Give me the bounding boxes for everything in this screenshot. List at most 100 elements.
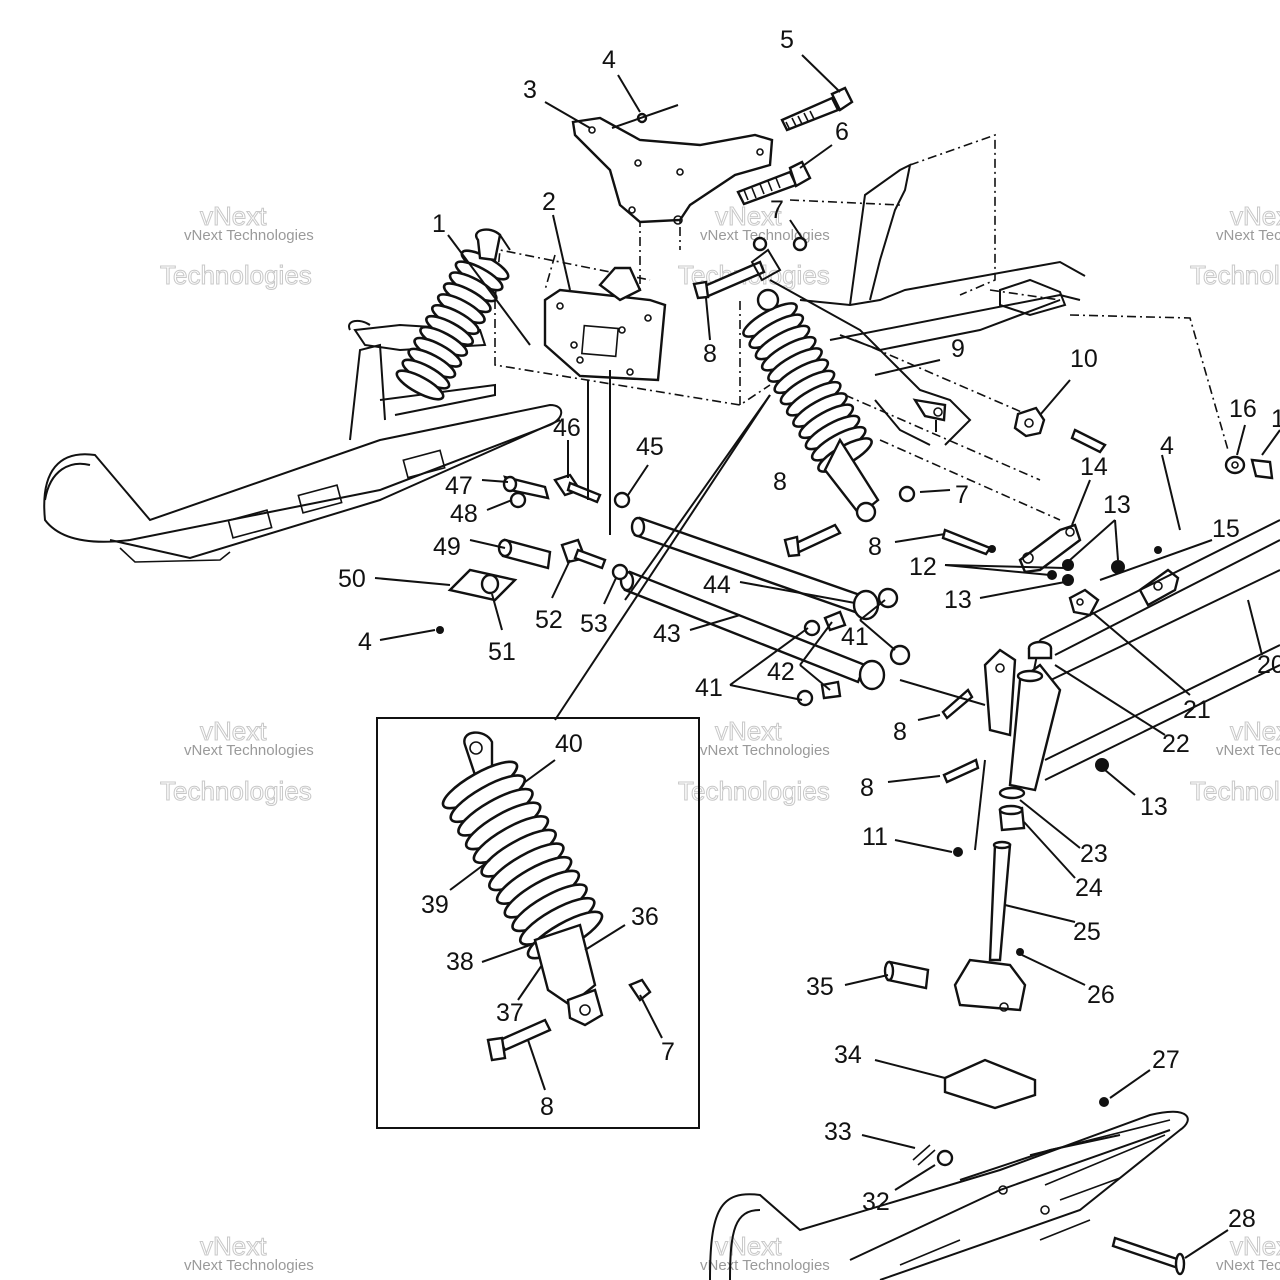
label-1-cut: 1 [1271,405,1280,433]
watermark-vnext: vNext [715,201,782,231]
watermark-technologies: Technologies [1190,776,1280,806]
label-51: 51 [488,638,516,666]
label-13-lower: 13 [1140,793,1168,821]
label-8-post-upper: 8 [893,718,907,746]
label-25: 25 [1073,918,1101,946]
watermark-text: vNext Technologies [184,742,314,759]
bushing-48 [509,491,527,509]
link-49 [497,538,552,570]
watermark-text: vNext Technologies [1216,227,1280,244]
inset-shock [441,731,652,1062]
label-7: 7 [770,196,784,224]
label-35: 35 [806,973,834,1001]
watermark-text: vNext Technologies [184,1257,314,1274]
pin-26 [1016,948,1024,956]
saddle-34 [943,1058,1037,1110]
bolt-28 [1111,1236,1186,1276]
washer-16 [1224,455,1274,480]
watermark-technologies: Technologies [1190,260,1280,290]
label-41-upper: 41 [841,623,869,651]
watermark-vnext: vNext [715,716,782,746]
tube-9 [912,398,947,432]
pin-4-right [1154,546,1162,554]
left-shock-spring [395,228,510,401]
label-13-mid: 13 [944,586,972,614]
frame-tubes [769,163,1086,446]
label-10: 10 [1070,345,1098,373]
bushing-10 [1013,406,1046,438]
label-39: 39 [421,891,449,919]
pin-35 [883,960,930,990]
label-46: 46 [553,414,581,442]
label-38: 38 [446,948,474,976]
label-28: 28 [1228,1205,1256,1233]
label-33: 33 [824,1118,852,1146]
label-49: 49 [433,533,461,561]
label-5: 5 [780,26,794,54]
nut-53 [611,563,629,581]
bolt-8-top [692,260,766,300]
right-ski-assembly [709,1110,1189,1280]
cap-22 [1027,640,1053,660]
link-47 [502,475,550,500]
label-20: 20 [1257,651,1280,679]
label-50: 50 [338,565,366,593]
mount-plate-3 [571,116,774,225]
label-14: 14 [1080,453,1108,481]
bolt-46 [553,473,602,504]
label-3: 3 [523,76,537,104]
label-44: 44 [703,571,731,599]
right-shock [742,248,880,523]
bolt-6 [736,160,812,206]
watermark-technologies: Technologies [160,776,312,806]
label-8-post-lower: 8 [860,774,874,802]
bolt-4-right [1070,428,1107,454]
spindle-housing [983,648,1062,792]
label-6: 6 [835,118,849,146]
bolt-52 [560,538,607,570]
watermark-vnext: vNext [200,1231,267,1261]
label-1: 1 [432,210,446,238]
label-8-shock: 8 [773,468,787,496]
label-2: 2 [542,188,556,216]
label-32: 32 [862,1188,890,1216]
label-12: 12 [909,553,937,581]
label-52: 52 [535,606,563,634]
label-13-upper: 13 [1103,491,1131,519]
watermark-vnext: vNext [715,1231,782,1261]
label-7-right: 7 [955,481,969,509]
label-4-right: 4 [1160,432,1174,460]
watermark-technologies: Technologies [160,260,312,290]
watermark-text: vNext Technologies [1216,742,1280,759]
label-37: 37 [496,999,524,1027]
watermark-text: vNext Technologies [700,742,830,759]
nut-27 [1099,1097,1109,1107]
bracket-21 [1068,588,1100,617]
watermark-vnext: vNext [1230,201,1280,231]
leader-lines [374,54,1280,1259]
mount-bracket-2 [543,266,667,382]
bolt-5 [780,86,854,132]
rod-44 [630,516,880,621]
washer-23 [998,786,1026,800]
label-43: 43 [653,620,681,648]
spindle-25 [953,840,1027,1012]
label-15: 15 [1212,515,1240,543]
label-4-left: 4 [358,628,372,656]
label-53: 53 [580,610,608,638]
label-47: 47 [445,472,473,500]
nut-45 [613,491,631,509]
watermark-technologies: Technologies [678,776,830,806]
label-8-mid: 8 [868,533,882,561]
label-16: 16 [1229,395,1257,423]
label-22: 22 [1162,730,1190,758]
label-48: 48 [450,500,478,528]
label-21: 21 [1183,696,1211,724]
label-40: 40 [555,730,583,758]
label-4: 4 [602,46,616,74]
watermark-vnext: vNext [1230,1231,1280,1261]
watermark-text: vNext Technologies [1216,1257,1280,1274]
rod-43 [619,570,886,691]
label-9: 9 [951,335,965,363]
